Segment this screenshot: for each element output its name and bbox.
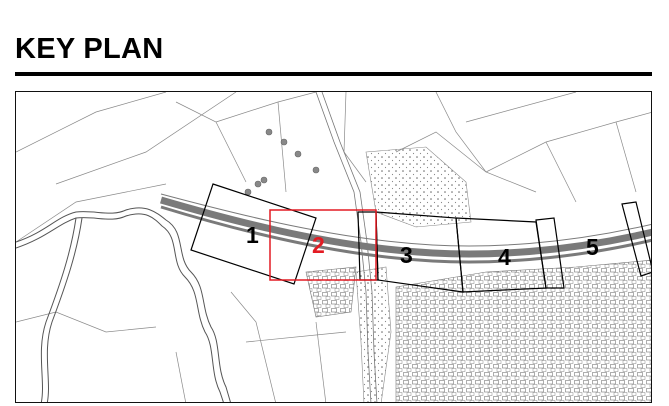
urban-area	[395, 259, 651, 402]
main-road	[160, 193, 651, 264]
sheet-label-2: 2	[312, 232, 325, 258]
key-plan-map: 1 2 3 4 5	[15, 91, 652, 403]
vegetation-strip	[355, 266, 392, 402]
title-rule	[15, 72, 652, 76]
urban-area-2	[305, 266, 357, 318]
key-plan-title: KEY PLAN	[15, 33, 164, 65]
key-plan-drawing: 1 2 3 4 5	[16, 92, 651, 402]
field-boundaries	[16, 92, 651, 402]
sheet-label-1: 1	[246, 222, 259, 248]
river	[16, 207, 231, 402]
sheet-frames	[190, 183, 651, 293]
sheet-2-highlight-frame	[269, 209, 377, 281]
sheet-label-4: 4	[498, 244, 511, 270]
sheet-label-3: 3	[400, 242, 413, 268]
pylon-line	[244, 128, 320, 196]
sheet-label-5: 5	[586, 234, 599, 260]
